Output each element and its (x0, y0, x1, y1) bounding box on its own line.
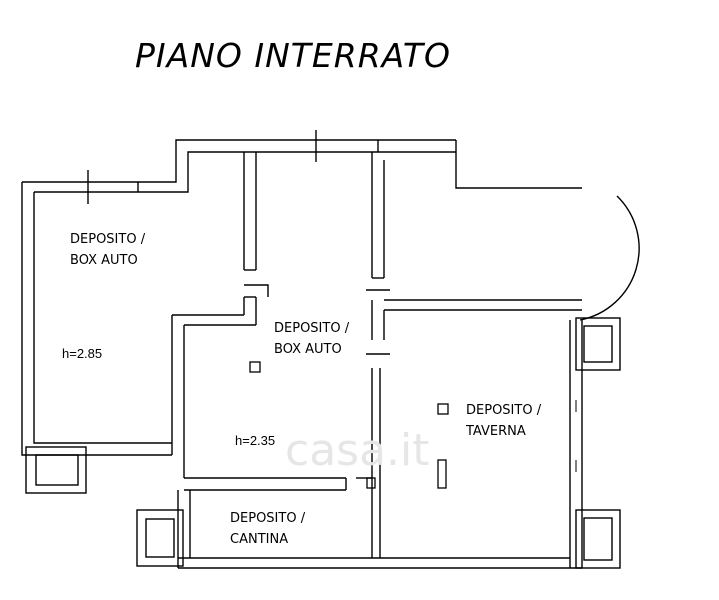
room-height: h=2.35 (235, 433, 276, 448)
room-label: DEPOSITO / TAVERNA (466, 400, 541, 442)
external-boxes (25, 317, 621, 569)
room-label-line: BOX AUTO (274, 342, 342, 357)
plan-title: PIANO INTERRATO (135, 36, 451, 75)
room-label: DEPOSITO / CANTINA (230, 508, 305, 550)
room-label-line: BOX AUTO (70, 253, 138, 268)
room-label-line: DEPOSITO / (466, 403, 542, 418)
room-label-line: DEPOSITO / (274, 321, 350, 336)
room-label-line: DEPOSITO / (230, 511, 306, 526)
watermark-text: casa.it (285, 425, 430, 476)
room-label: DEPOSITO / BOX AUTO (274, 318, 349, 360)
room-label-line: DEPOSITO / (70, 232, 146, 247)
room-label: DEPOSITO / BOX AUTO (70, 229, 145, 271)
interior-walls (171, 152, 582, 568)
room-label-line: CANTINA (230, 532, 289, 547)
room-label-line: TAVERNA (466, 424, 526, 439)
door-ticks (87, 130, 317, 204)
small-pillars (249, 361, 449, 489)
room-height: h=2.85 (62, 346, 103, 361)
outer-walls (21, 139, 640, 569)
